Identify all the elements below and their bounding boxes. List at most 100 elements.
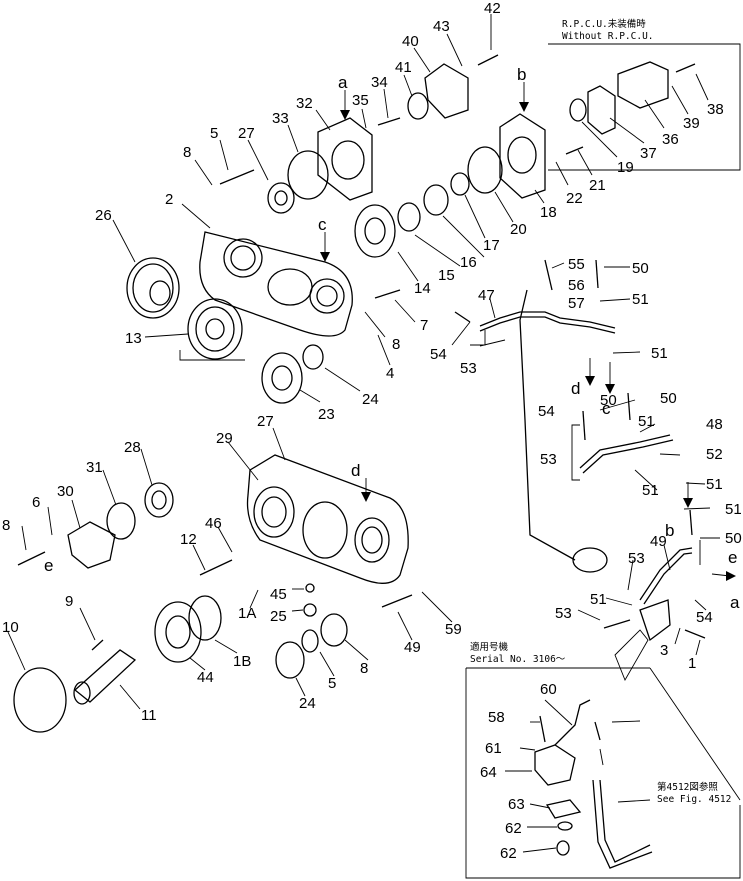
part-label: 31 xyxy=(86,459,103,476)
part-label: 16 xyxy=(460,254,477,271)
part-label: 1B xyxy=(233,653,251,670)
part-label: 51 xyxy=(642,482,659,499)
part-label: 57 xyxy=(568,295,585,312)
part-label: 51 xyxy=(706,476,723,493)
part-label: 36 xyxy=(662,131,679,148)
part-label: 9 xyxy=(65,593,73,610)
part-label: 64 xyxy=(480,764,497,781)
part-label: 5 xyxy=(210,125,218,142)
ref-letter: b xyxy=(517,65,526,84)
part-label: 45 xyxy=(270,586,287,603)
part-label: 1 xyxy=(688,655,696,672)
part-label: 48 xyxy=(706,416,723,433)
part-label: 46 xyxy=(205,515,222,532)
part-label: 13 xyxy=(125,330,142,347)
part-label: 40 xyxy=(402,33,419,50)
part-label: 4 xyxy=(386,365,394,382)
part-label: 30 xyxy=(57,483,74,500)
inset-note-jp: R.P.C.U.未装備時 xyxy=(562,18,646,30)
part-label: 6 xyxy=(32,494,40,511)
part-label: 55 xyxy=(568,256,585,273)
part-label: 53 xyxy=(540,451,557,468)
part-label: 53 xyxy=(628,550,645,567)
part-label: 5 xyxy=(328,675,336,692)
part-label: 52 xyxy=(706,446,723,463)
part-labels: 42 43 40 41 34 35 32 33 27 5 8 2 26 13 2… xyxy=(2,0,742,862)
ref-letter: e xyxy=(728,548,737,567)
part-label: 8 xyxy=(2,517,10,534)
part-label: 63 xyxy=(508,796,525,813)
part-label: 29 xyxy=(216,430,233,447)
part-label: 18 xyxy=(540,204,557,221)
part-label: 24 xyxy=(299,695,316,712)
part-label: 26 xyxy=(95,207,112,224)
part-label: 20 xyxy=(510,221,527,238)
part-label: 14 xyxy=(414,280,431,297)
part-label: 51 xyxy=(651,345,668,362)
part-label: 10 xyxy=(2,619,19,636)
ref-letter: d xyxy=(571,379,580,398)
arrow-markers xyxy=(320,82,736,581)
ref-letter: a xyxy=(730,593,740,612)
see-fig-en: See Fig. 4512 xyxy=(657,794,731,805)
inset-serial-variant: 適用号機 Serial No. 3106～ 第4512図参照 See Fig. … xyxy=(465,641,741,879)
part-label: 49 xyxy=(650,533,667,550)
part-label: 50 xyxy=(600,392,617,409)
part-label: 50 xyxy=(660,390,677,407)
serial-inset-parts xyxy=(534,699,653,869)
ref-letter: a xyxy=(338,73,348,92)
lower-case xyxy=(13,454,413,733)
part-label: 39 xyxy=(683,115,700,132)
part-label: 51 xyxy=(632,291,649,308)
leader-lines xyxy=(7,14,720,853)
part-label: 27 xyxy=(257,413,274,430)
part-label: 8 xyxy=(360,660,368,677)
part-label: 22 xyxy=(566,190,583,207)
part-label: 27 xyxy=(238,125,255,142)
part-label: 32 xyxy=(296,95,313,112)
see-fig-jp: 第4512図参照 xyxy=(657,781,718,793)
serial-note-jp: 適用号機 xyxy=(470,641,509,653)
part-label: 44 xyxy=(197,669,214,686)
part-label: 61 xyxy=(485,740,502,757)
part-label: 21 xyxy=(589,177,606,194)
part-label: 51 xyxy=(725,501,742,518)
piping xyxy=(454,259,706,682)
part-label: 35 xyxy=(352,92,369,109)
ref-letter: b xyxy=(665,521,674,540)
part-label: 42 xyxy=(484,0,501,17)
part-label: 19 xyxy=(617,159,634,176)
reference-letters: a b c c d d b e e a xyxy=(44,65,740,612)
part-label: 33 xyxy=(272,110,289,127)
part-label: 49 xyxy=(404,639,421,656)
part-label: 50 xyxy=(632,260,649,277)
part-label: 47 xyxy=(478,287,495,304)
part-label: 62 xyxy=(500,845,517,862)
part-label: 50 xyxy=(725,530,742,547)
part-label: 8 xyxy=(183,144,191,161)
part-label: 54 xyxy=(538,403,555,420)
serial-note-en: Serial No. 3106～ xyxy=(470,654,566,665)
ref-letter: d xyxy=(351,461,360,480)
part-label: 58 xyxy=(488,709,505,726)
part-label: 37 xyxy=(640,145,657,162)
inset-note-en: Without R.P.C.U. xyxy=(562,31,654,42)
part-label: 25 xyxy=(270,608,287,625)
part-label: 3 xyxy=(660,642,668,659)
part-label: 53 xyxy=(460,360,477,377)
part-label: 62 xyxy=(505,820,522,837)
part-label: 51 xyxy=(590,591,607,608)
ref-letter: c xyxy=(318,215,327,234)
part-label: 23 xyxy=(318,406,335,423)
part-label: 11 xyxy=(141,707,157,724)
part-label: 17 xyxy=(483,237,500,254)
part-label: 54 xyxy=(430,346,447,363)
part-label: 43 xyxy=(433,18,450,35)
part-label: 54 xyxy=(696,609,713,626)
part-label: 53 xyxy=(555,605,572,622)
part-label: 59 xyxy=(445,621,462,638)
part-label: 24 xyxy=(362,391,379,408)
part-label: 56 xyxy=(568,277,585,294)
part-label: 51 xyxy=(638,413,655,430)
